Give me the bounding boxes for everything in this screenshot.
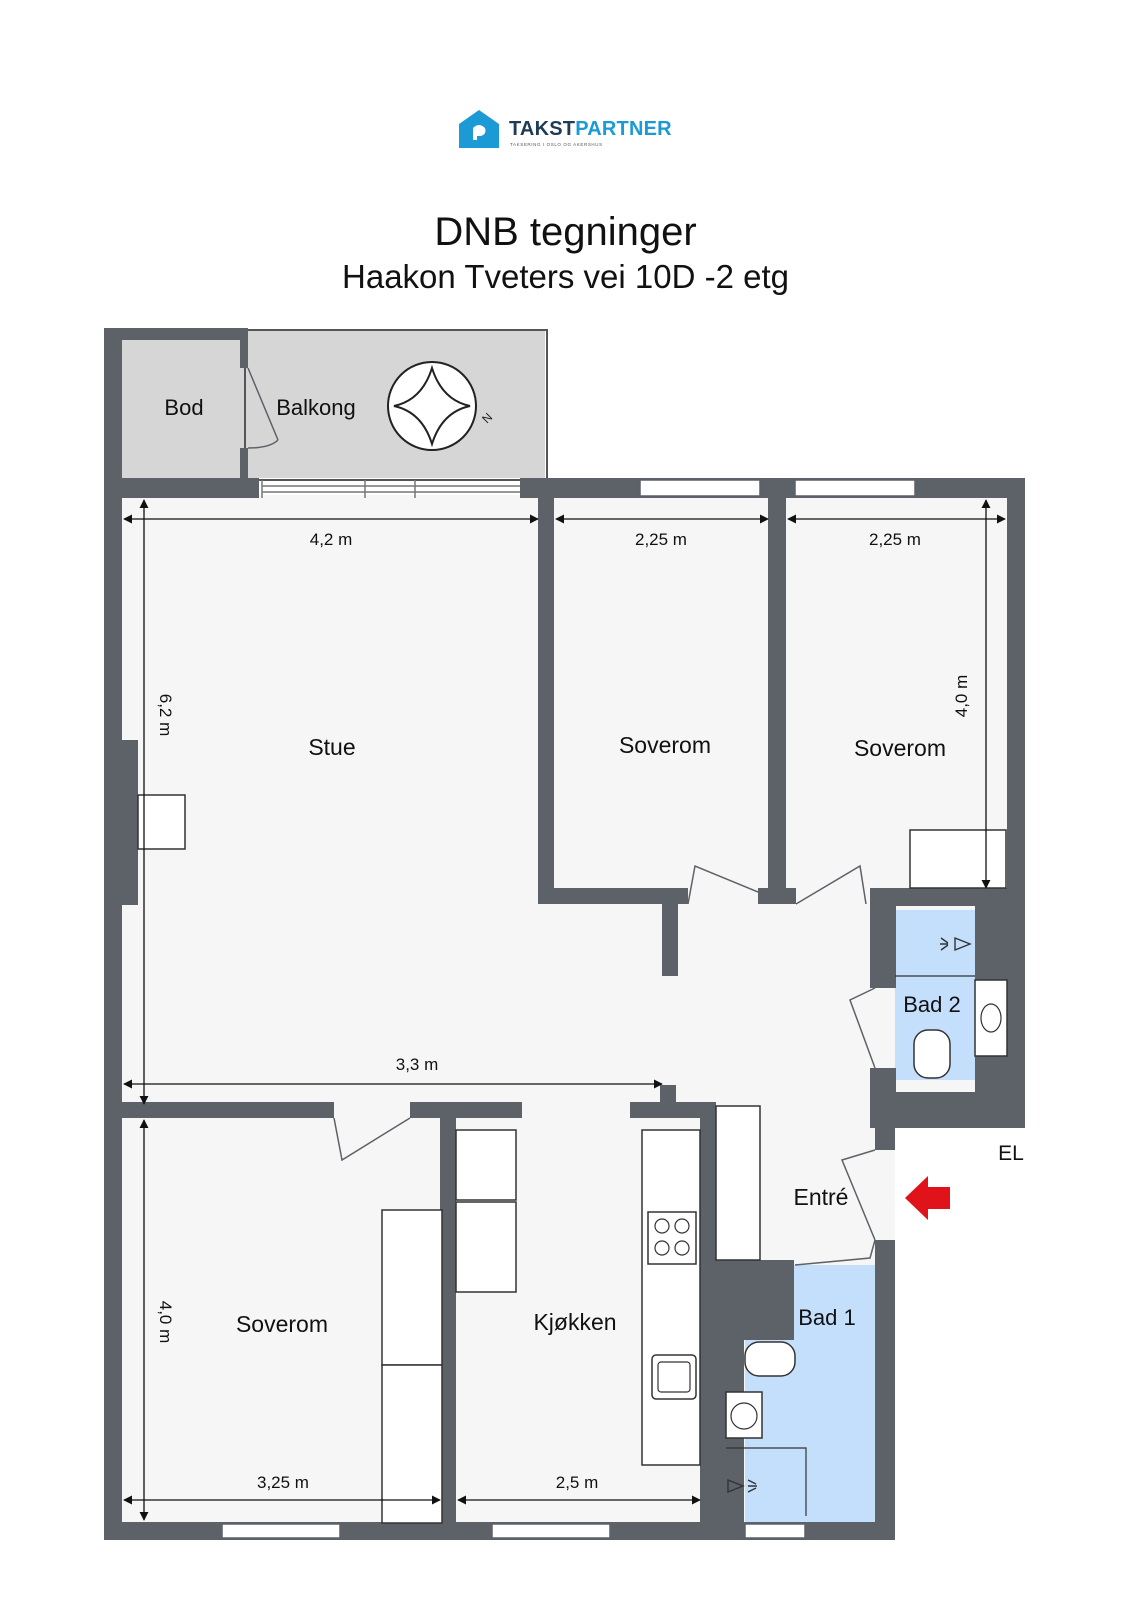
entry-arrow-icon	[905, 1176, 950, 1220]
shower-icons	[727, 936, 972, 1494]
entry-closet-icon	[715, 1105, 761, 1261]
bad-2-sink-icon	[974, 979, 1008, 1057]
bad-1-toilet-icon	[744, 1341, 796, 1377]
dim-soverom-3-depth: 4,0 m	[156, 1301, 175, 1344]
stove-icon	[647, 1211, 697, 1265]
dim-kjokken-width: 2,5 m	[556, 1473, 599, 1492]
walls	[104, 328, 1025, 1540]
page-subtitle: Haakon Tveters vei 10D -2 etg	[342, 258, 789, 295]
takstpartner-logo: TAKSTPARTNER TAKSERING I OSLO OG AKERSHU…	[457, 108, 687, 154]
dim-soverom-1-width: 2,25 m	[635, 530, 687, 549]
counter-icon	[641, 1129, 701, 1466]
logo-tagline: TAKSERING I OSLO OG AKERSHUS	[510, 142, 603, 147]
dimension-labels: 4,2 m 6,2 m 3,3 m 2,25 m 2,25 m 4,0 m 4,…	[156, 530, 971, 1492]
exterior-right	[895, 1127, 1007, 1527]
logo-house-icon	[459, 110, 499, 148]
bad-1-sink-icon	[725, 1391, 763, 1439]
wardrobe-1-icon	[381, 1209, 443, 1366]
logo-brand-a: TAKST	[509, 118, 576, 140]
room-label-bad-2: Bad 2	[903, 992, 961, 1017]
room-label-stue: Stue	[308, 734, 355, 760]
windows	[221, 479, 916, 1539]
dimension-lines	[123, 499, 1006, 1521]
room-labels: Bod Balkong Stue Soverom Soverom Soverom…	[164, 395, 1023, 1337]
cabinet-1-icon	[455, 1129, 517, 1201]
dim-soverom-2-width: 2,25 m	[869, 530, 921, 549]
sink-icon	[651, 1354, 697, 1400]
bod-floor	[120, 330, 245, 478]
logo-brand-b: PARTNER	[575, 118, 672, 140]
dim-stue-depth: 6,2 m	[156, 694, 175, 737]
compass-icon: N	[387, 361, 495, 451]
balcony-door	[261, 480, 520, 498]
room-label-soverom-3: Soverom	[236, 1311, 328, 1337]
door-swings	[247, 367, 876, 1266]
room-label-soverom-2: Soverom	[854, 735, 946, 761]
dim-soverom-2-depth: 4,0 m	[952, 675, 971, 718]
bad-2-toilet-icon	[913, 1029, 951, 1079]
fixture-details	[654, 975, 1002, 1516]
dim-stue-bottom: 3,3 m	[396, 1055, 439, 1074]
room-label-kjokken: Kjøkken	[533, 1309, 616, 1335]
wardrobe-icon	[909, 829, 1007, 889]
fireplace-icon	[137, 794, 186, 850]
logo-wordmark: TAKSTPARTNER	[509, 118, 672, 141]
room-label-bod: Bod	[164, 395, 203, 420]
fixtures	[137, 794, 1008, 1524]
page-title: DNB tegninger	[434, 210, 697, 254]
room-label-soverom-1: Soverom	[619, 732, 711, 758]
dim-stue-width: 4,2 m	[310, 530, 353, 549]
label-el: EL	[998, 1142, 1024, 1165]
dim-soverom-3-width: 3,25 m	[257, 1473, 309, 1492]
balkong-railing	[244, 329, 548, 481]
wardrobe-2-icon	[381, 1364, 443, 1524]
room-label-entre: Entré	[794, 1184, 849, 1210]
room-label-balkong: Balkong	[276, 395, 356, 420]
cabinet-2-icon	[455, 1201, 517, 1293]
room-label-bad-1: Bad 1	[798, 1305, 856, 1330]
